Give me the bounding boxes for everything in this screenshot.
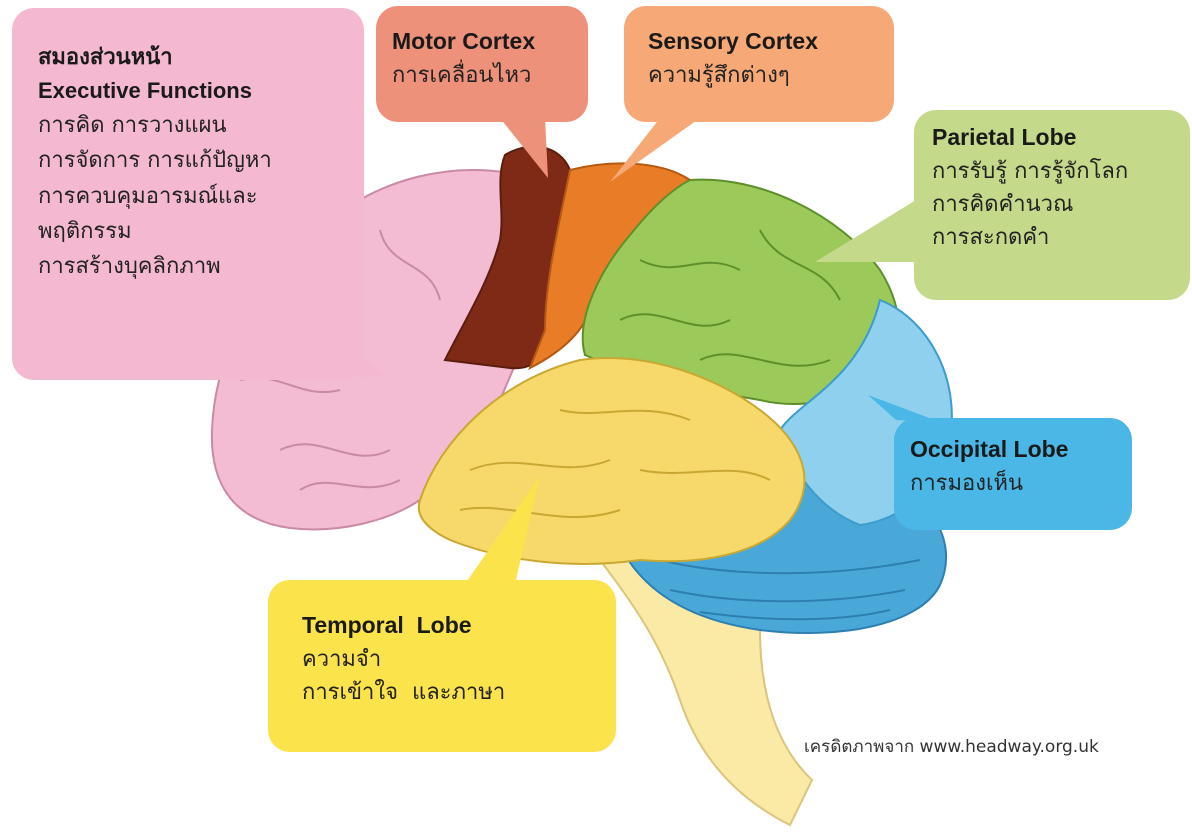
temporal-line: การเข้าใจ และภาษา <box>302 676 606 709</box>
temporal-line: ความจำ <box>302 643 606 676</box>
frontal-line: การคิด การวางแผน <box>38 108 344 143</box>
temporal-lobe-callout: Temporal Lobe ความจำ การเข้าใจ และภาษา <box>268 580 616 752</box>
image-credit: เครดิตภาพจาก www.headway.org.uk <box>804 733 1099 760</box>
parietal-line: การรับรู้ การรู้จักโลก <box>932 155 1180 188</box>
parietal-lobe-callout: Parietal Lobe การรับรู้ การรู้จักโลก การ… <box>914 110 1190 300</box>
motor-title: Motor Cortex <box>392 24 578 59</box>
parietal-title: Parietal Lobe <box>932 120 1180 155</box>
sensory-title: Sensory Cortex <box>648 24 884 59</box>
frontal-title-en: Executive Functions <box>38 74 344 108</box>
sensory-cortex-callout: Sensory Cortex ความรู้สึกต่างๆ <box>624 6 894 122</box>
occipital-lobe-callout: Occipital Lobe การมองเห็น <box>894 418 1132 530</box>
frontal-lobe-callout: สมองส่วนหน้า Executive Functions การคิด … <box>12 8 364 380</box>
parietal-line: การสะกดคำ <box>932 221 1180 254</box>
frontal-line: การจัดการ การแก้ปัญหา <box>38 143 344 178</box>
motor-cortex-callout: Motor Cortex การเคลื่อนไหว <box>376 6 588 122</box>
frontal-line: พฤติกรรม <box>38 214 344 249</box>
occipital-line: การมองเห็น <box>910 467 1122 500</box>
frontal-title-th: สมองส่วนหน้า <box>38 40 344 74</box>
sensory-line: ความรู้สึกต่างๆ <box>648 59 884 92</box>
occipital-title: Occipital Lobe <box>910 432 1122 467</box>
frontal-line: การควบคุมอารมณ์และ <box>38 179 344 214</box>
parietal-line: การคิดคำนวณ <box>932 188 1180 221</box>
frontal-line: การสร้างบุคลิกภาพ <box>38 249 344 284</box>
motor-line: การเคลื่อนไหว <box>392 59 578 92</box>
temporal-title: Temporal Lobe <box>302 608 606 643</box>
